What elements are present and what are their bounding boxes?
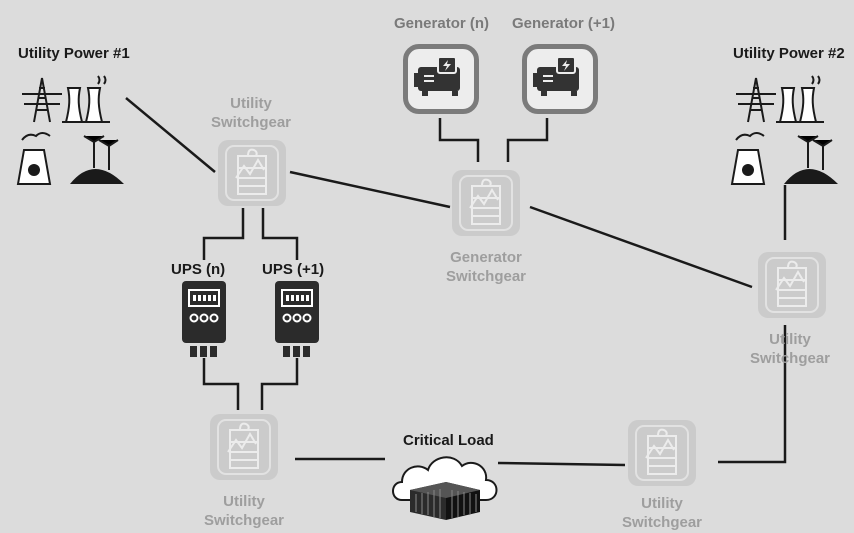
switchgear-label-line1: Utility bbox=[641, 495, 683, 512]
power-plant-icon bbox=[730, 75, 838, 185]
utility-power-2-label: Utility Power #2 bbox=[733, 45, 845, 62]
ups-n-label: UPS (n) bbox=[171, 261, 226, 278]
switchgear-icon bbox=[765, 257, 819, 313]
utility-switchgear-right bbox=[758, 252, 826, 318]
switchgear-icon bbox=[217, 419, 271, 475]
critical-load-label: Critical Load bbox=[403, 432, 494, 449]
utility-switchgear-bottom-right-label: Utility Switchgear bbox=[607, 494, 717, 532]
utility-switchgear-bottom-right bbox=[628, 420, 696, 486]
utility-switchgear-top-left bbox=[218, 140, 286, 206]
ups-icon bbox=[182, 281, 226, 357]
generator-plus1 bbox=[522, 44, 598, 114]
switchgear-label-line2: Switchgear bbox=[621, 514, 703, 531]
generator-switchgear-label: Generator Switchgear bbox=[431, 248, 541, 286]
ups-plus1-label: UPS (+1) bbox=[262, 261, 325, 278]
switchgear-label-line1: Generator bbox=[450, 249, 522, 266]
generator-n bbox=[403, 44, 479, 114]
switchgear-label-line2: Switchgear bbox=[203, 512, 285, 529]
switchgear-icon bbox=[635, 425, 689, 481]
utility-switchgear-bottom-left-label: Utility Switchgear bbox=[189, 492, 299, 530]
generator-n-label: Generator (n) bbox=[394, 15, 490, 32]
utility-switchgear-top-left-label: Utility Switchgear bbox=[196, 94, 306, 132]
switchgear-label-line1: Utility bbox=[223, 493, 265, 510]
power-plant-icon bbox=[16, 75, 124, 185]
generator-icon bbox=[533, 56, 579, 96]
switchgear-label-line2: Switchgear bbox=[749, 350, 831, 367]
generator-switchgear bbox=[452, 170, 520, 236]
switchgear-icon bbox=[459, 175, 513, 231]
switchgear-label-line2: Switchgear bbox=[445, 268, 527, 285]
switchgear-label-line1: Utility bbox=[769, 331, 811, 348]
generator-icon bbox=[414, 56, 460, 96]
switchgear-label-line2: Switchgear bbox=[210, 114, 292, 131]
utility-switchgear-right-label: Utility Switchgear bbox=[735, 330, 845, 368]
switchgear-icon bbox=[225, 145, 279, 201]
utility-switchgear-bottom-left bbox=[210, 414, 278, 480]
data-center-cloud-icon bbox=[392, 456, 498, 520]
ups-icon bbox=[275, 281, 319, 357]
switchgear-label-line1: Utility bbox=[230, 95, 272, 112]
utility-power-1-label: Utility Power #1 bbox=[18, 45, 130, 62]
generator-plus1-label: Generator (+1) bbox=[512, 15, 615, 32]
